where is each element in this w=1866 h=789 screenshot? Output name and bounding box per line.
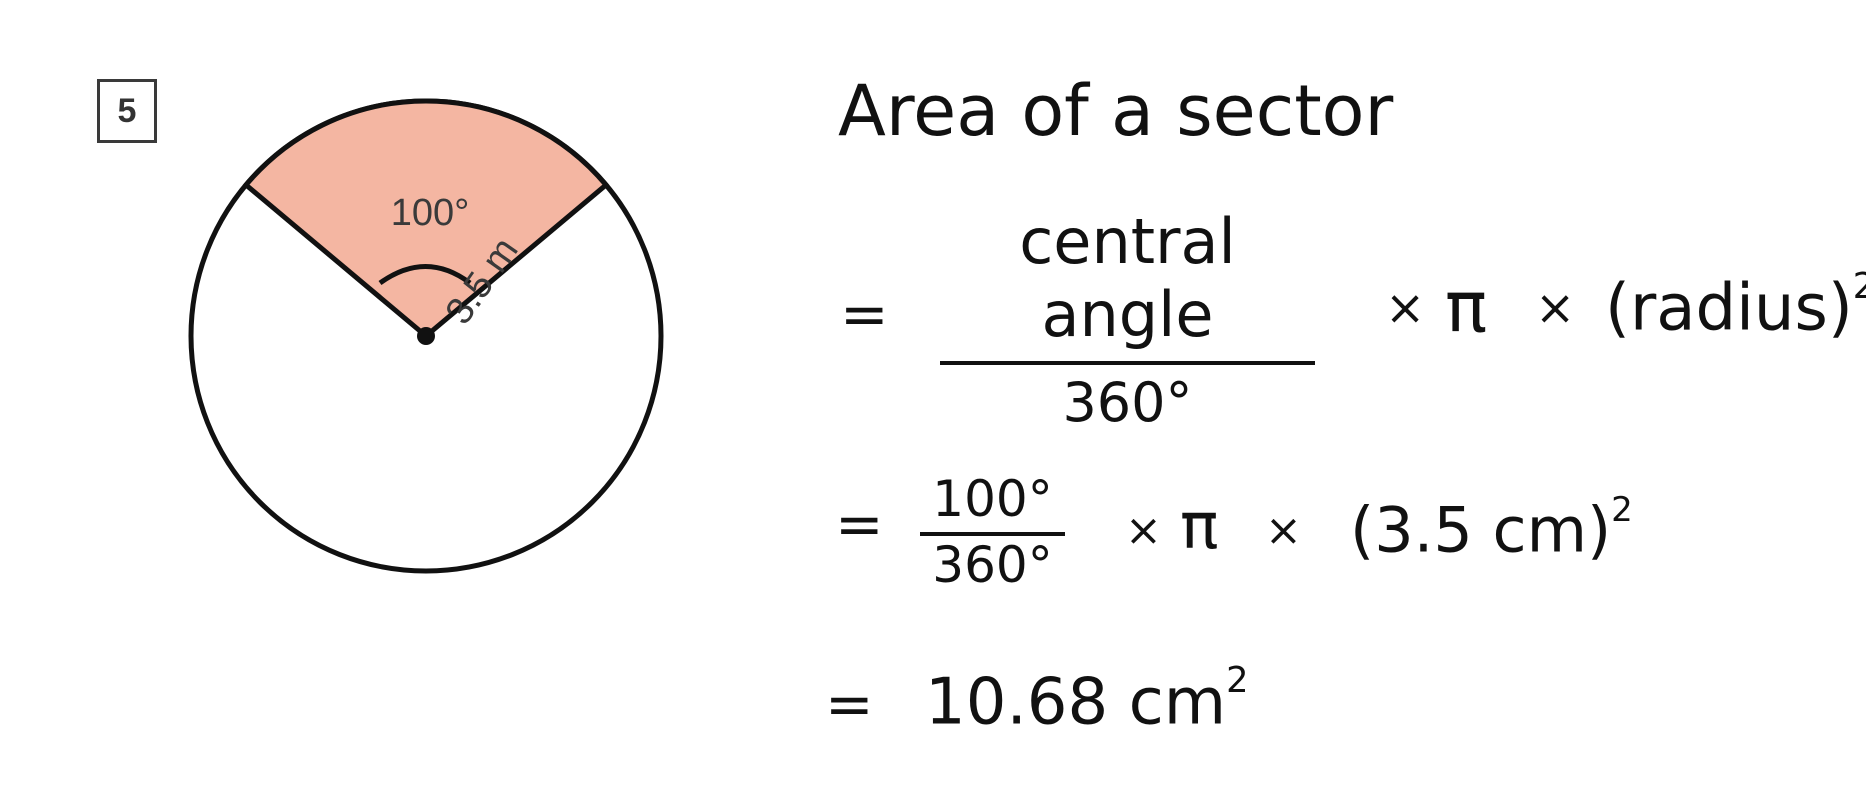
exponent: 2 — [1852, 266, 1866, 307]
fraction-denominator: 360° — [932, 536, 1053, 594]
problem-number-box: 5 — [97, 79, 157, 143]
fraction-bar — [940, 361, 1315, 365]
formula-fraction: central angle 360° — [940, 205, 1315, 434]
equals-sign: = — [840, 280, 889, 348]
angle-label: 100° — [391, 192, 470, 234]
exponent: 2 — [1611, 490, 1633, 530]
angle-arc — [378, 264, 472, 286]
fraction-numerator: central angle — [1019, 205, 1236, 351]
radius-value-text: (3.5 cm) — [1350, 493, 1612, 567]
fraction-numerator: 100° — [932, 470, 1053, 528]
result-text: 10.68 cm — [925, 665, 1227, 740]
solution-title: Area of a sector — [838, 70, 1394, 152]
radius-term: (radius)2 — [1605, 266, 1866, 346]
pi-symbol: π — [1445, 266, 1488, 348]
pi-symbol: π — [1180, 490, 1219, 564]
times-sign: × — [1385, 280, 1426, 336]
fraction-bar — [920, 532, 1065, 536]
center-point — [417, 327, 435, 345]
circle-sector-diagram: 100° 3.5 m — [188, 98, 664, 574]
times-sign: × — [1265, 505, 1302, 556]
radius-text: (radius) — [1605, 271, 1853, 346]
shaded-sector — [242, 98, 610, 340]
result-value: 10.68 cm2 — [925, 660, 1248, 740]
fraction-denominator: 360° — [1062, 371, 1193, 434]
exponent: 2 — [1226, 660, 1249, 701]
substitution-fraction: 100° 360° — [920, 470, 1065, 594]
times-sign: × — [1125, 505, 1162, 556]
equals-sign: = — [825, 670, 874, 738]
equals-sign: = — [835, 490, 884, 558]
radius-value-term: (3.5 cm)2 — [1350, 490, 1633, 567]
problem-number: 5 — [117, 91, 137, 130]
times-sign: × — [1535, 280, 1576, 336]
